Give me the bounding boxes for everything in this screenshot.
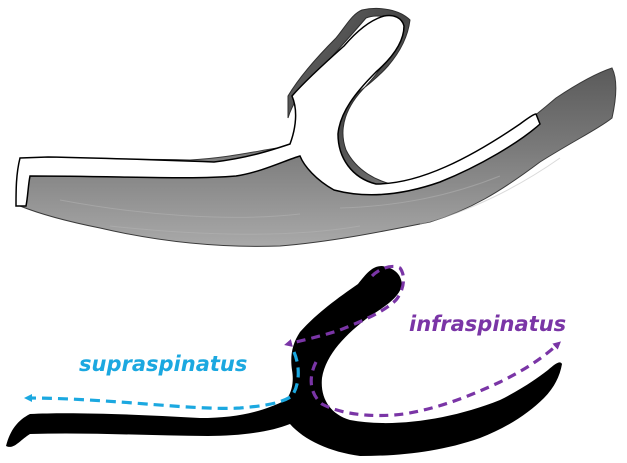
supraspinatus-label: supraspinatus — [79, 352, 247, 376]
scapula-3d-model — [16, 8, 616, 246]
infraspinatus-label: infraspinatus — [409, 312, 566, 336]
